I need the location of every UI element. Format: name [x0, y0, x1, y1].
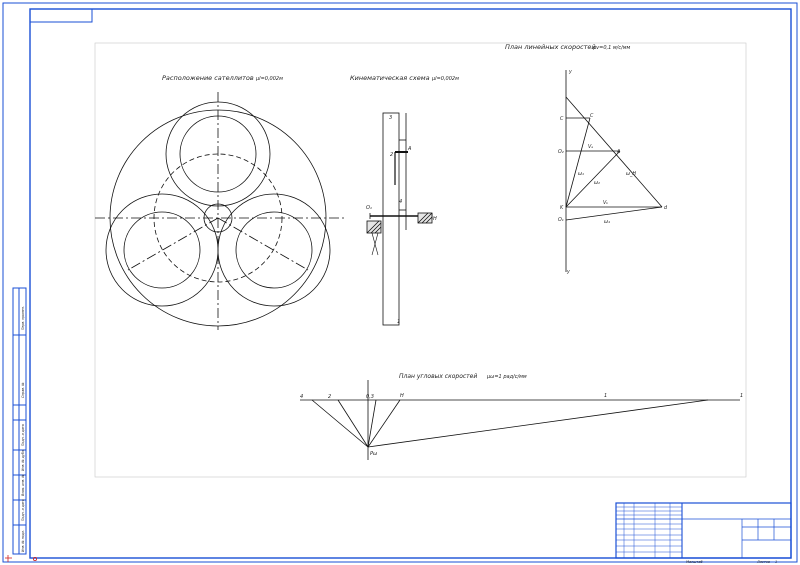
side-stamp-4: Инв. № дубл.: [21, 449, 25, 471]
lvp-label-w2: ω₂: [594, 181, 600, 186]
lvp-label-y-top: y: [568, 70, 572, 75]
lvp-label-c-prime: C: [590, 113, 594, 119]
kinematic-label-4: 4: [399, 199, 402, 205]
angular-velocity-scale: μω=1 рад/с/мм: [486, 374, 527, 380]
lvp-label-a: A: [616, 149, 620, 155]
lvp-label-y-bottom: y: [566, 270, 570, 275]
lvp-label-vk: Vₖ: [603, 200, 608, 206]
content-border: [94, 42, 747, 478]
planetary-arrangement-view: Расположение сателлитов μl=0,002м: [95, 74, 345, 330]
angular-velocity-plan: План угловых скоростей μω=1 рад/с/мм 4 2…: [300, 373, 743, 460]
avp-label-p: Pω: [370, 451, 377, 457]
kinematic-scheme-title: Кинематическая схема: [350, 74, 430, 82]
kinematic-label-h: H: [433, 216, 437, 222]
kinematic-label-o1: O₁: [366, 205, 372, 211]
lvp-label-wh: ω_H: [626, 171, 636, 177]
avp-label-mid: 0,3: [366, 394, 374, 400]
planetary-view-title: Расположение сателлитов: [162, 74, 254, 82]
kinematic-scheme: Кинематическая схема μl=0,002м 3: [350, 74, 459, 326]
kinematic-scheme-scale: μl=0,002м: [431, 76, 459, 82]
side-stamp-7: Инв. № подл.: [21, 530, 25, 552]
linear-velocity-plan: План линейных скоростей μv=0,1 м/с/мм y …: [505, 43, 668, 275]
kinematic-label-1: 1: [397, 319, 400, 325]
title-block-sheets-label: Листов: [756, 560, 770, 564]
angular-velocity-title: План угловых скоростей: [399, 373, 477, 380]
lvp-label-d: d: [664, 205, 668, 211]
avp-label-h: H: [400, 393, 404, 399]
lvp-label-o1: O₁: [558, 217, 564, 223]
lvp-label-k: K: [560, 205, 564, 211]
kinematic-label-3: 3: [389, 115, 392, 121]
linear-velocity-title: План линейных скоростей: [505, 43, 596, 51]
title-block-sheet-count: 1: [775, 560, 777, 564]
title-block-scale-label: Масштаб: [686, 560, 703, 564]
planetary-view-scale: μl=0,002м: [255, 76, 283, 82]
lvp-label-va: Vₐ: [588, 144, 593, 150]
side-stamp-2: Справ. №: [21, 382, 25, 398]
title-block: Масштаб Листов 1: [615, 502, 792, 564]
avp-label-left-end: 4: [300, 394, 303, 400]
side-stamp-5: Взам. инв. №: [21, 474, 25, 496]
kinematic-label-2: 2: [390, 152, 393, 158]
corner-mark: [5, 555, 38, 562]
lvp-label-w1: ω₁: [578, 172, 584, 177]
bearing-left: [366, 220, 382, 234]
lvp-label-o2: O₂: [558, 149, 564, 155]
bearing-right: [417, 212, 433, 224]
kinematic-label-a: A: [407, 146, 412, 152]
avp-label-one: 1: [604, 393, 607, 399]
avp-label-two: 2: [328, 394, 331, 400]
side-stamp-6: Подп. и дата: [21, 499, 25, 521]
linear-velocity-scale: μv=0,1 м/с/мм: [592, 45, 631, 51]
lvp-label-w4: ω₄: [604, 220, 610, 225]
side-stamp-texts: Перв. примен. Справ. № Подп. и дата Инв.…: [21, 306, 25, 552]
side-stamp-3: Подп. и дата: [21, 424, 25, 446]
side-stamp-1: Перв. примен.: [21, 306, 25, 330]
avp-label-right-end: 1: [740, 393, 743, 399]
lvp-label-c: C: [560, 116, 564, 122]
